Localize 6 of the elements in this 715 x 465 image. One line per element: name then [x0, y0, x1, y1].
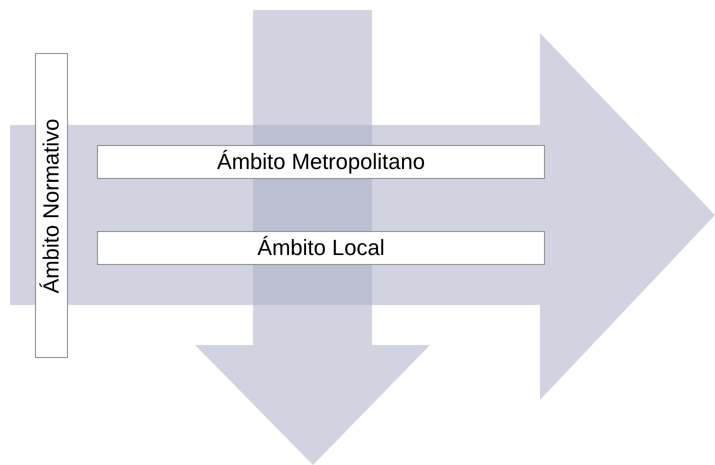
box-label: Ámbito Local: [257, 237, 385, 259]
box-label: Ámbito Normativo: [40, 118, 62, 293]
box-label: Ámbito Metropolitano: [217, 151, 425, 173]
text-box: [97, 231, 545, 265]
text-box: [35, 53, 68, 358]
text-box: [97, 145, 545, 179]
